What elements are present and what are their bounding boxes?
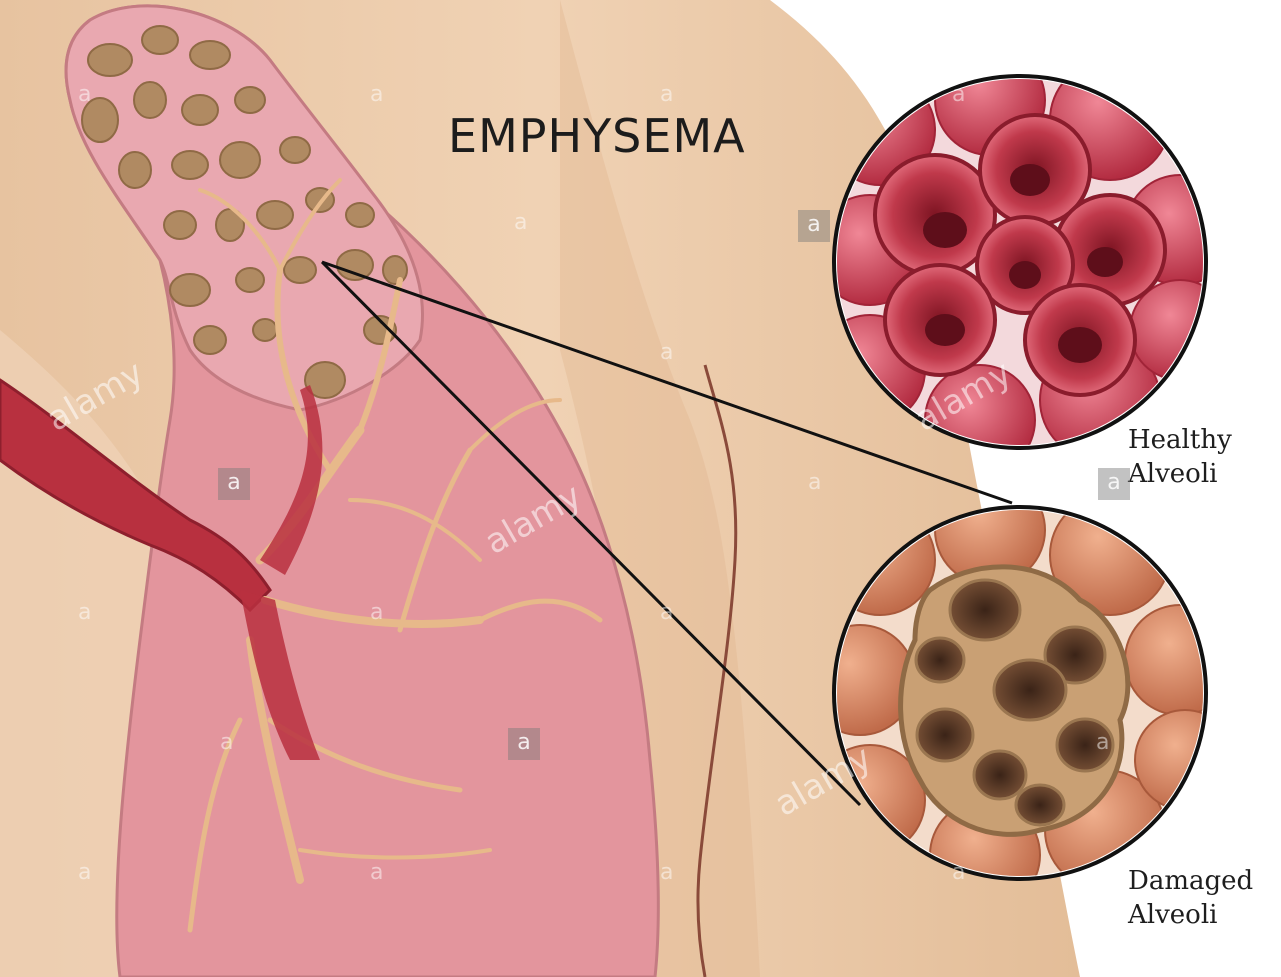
body-contour [696,364,738,977]
damaged-alveoli-inset [832,505,1208,881]
healthy-alveoli-inset [832,74,1208,450]
air-pockets [81,25,408,399]
torso-shading [560,0,760,977]
diagram-title: EMPHYSEMA [448,109,746,163]
callout-lines [320,260,1013,807]
healthy-alveoli-label: Healthy Alveoli [1128,425,1232,489]
damaged-alveoli-label: Damaged Alveoli [1128,866,1254,930]
